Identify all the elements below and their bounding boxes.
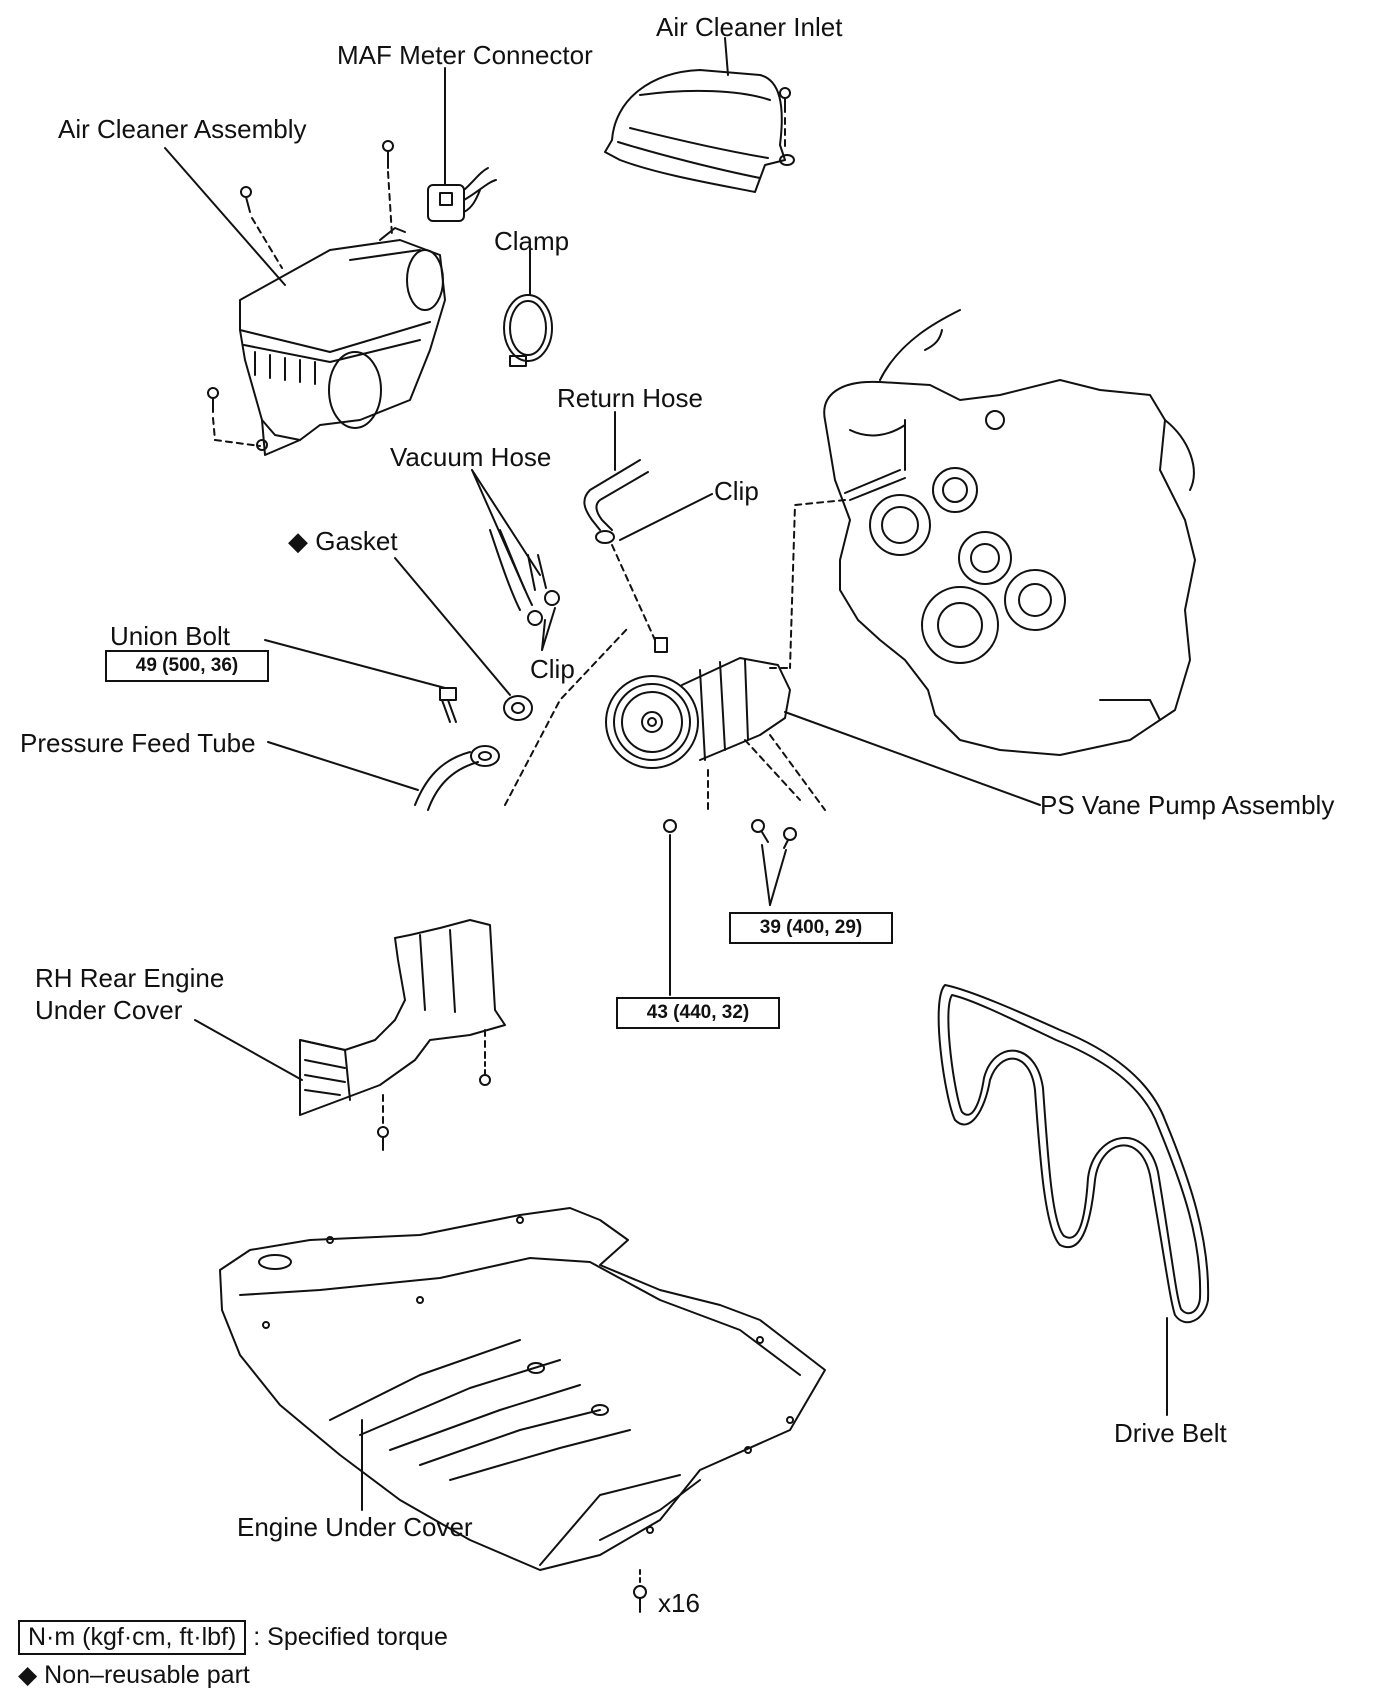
pump-bolts bbox=[744, 734, 826, 849]
label-bolt-count: x16 bbox=[658, 1588, 700, 1618]
label-drive-belt: Drive Belt bbox=[1114, 1418, 1227, 1448]
union-bolt-part bbox=[439, 687, 457, 723]
vacuum-hose-part bbox=[489, 529, 560, 626]
label-union-bolt: Union Bolt bbox=[110, 621, 230, 651]
clamp-part bbox=[503, 294, 553, 367]
label-ps-vane-pump-assembly: PS Vane Pump Assembly bbox=[1040, 790, 1335, 820]
label-maf-meter-connector: MAF Meter Connector bbox=[337, 40, 593, 70]
inlet-bolt bbox=[779, 87, 791, 151]
leader-pump-bolts-1 bbox=[761, 844, 771, 906]
engine-block-part bbox=[823, 309, 1196, 756]
legend-torque-units: N·m (kgf·cm, ft·lbf) bbox=[18, 1620, 247, 1655]
ps-vane-pump-part bbox=[605, 637, 791, 769]
engine-stud bbox=[844, 469, 906, 501]
legend-torque: N·m (kgf·cm, ft·lbf) : Specified torque bbox=[18, 1620, 448, 1655]
legend-nonreusable: ◆ Non–reusable part bbox=[18, 1661, 250, 1689]
leader-vacuum-hose-1 bbox=[471, 469, 526, 591]
engine-dash bbox=[789, 499, 846, 669]
label-clip-lower: Clip bbox=[530, 654, 575, 684]
leader-clip-lower-2 bbox=[541, 607, 556, 651]
label-clip-upper: Clip bbox=[714, 476, 759, 506]
label-pressure-feed-tube: Pressure Feed Tube bbox=[20, 728, 256, 758]
pressure-feed-tube-part bbox=[414, 745, 500, 811]
rh-rear-engine-under-cover-part bbox=[299, 919, 506, 1116]
under-cover-bolt bbox=[633, 1569, 647, 1613]
engine-under-cover-part bbox=[219, 1207, 826, 1571]
leader-air-cleaner-assembly bbox=[164, 147, 286, 286]
torque-union-bolt: 49 (500, 36) bbox=[105, 650, 269, 682]
label-clamp: Clamp bbox=[494, 226, 570, 256]
label-vacuum-hose: Vacuum Hose bbox=[390, 442, 552, 472]
rh-cover-bolts bbox=[377, 1029, 491, 1151]
return-hose-dash bbox=[611, 544, 656, 641]
torque-pump-bolts: 39 (400, 29) bbox=[729, 912, 893, 944]
air-cleaner-inlet-part bbox=[604, 69, 795, 193]
air-cleaner-bolts bbox=[207, 140, 394, 447]
leader-vacuum-hose-2 bbox=[471, 469, 541, 576]
leader-clip-upper bbox=[619, 493, 713, 541]
leader-pump-bolts-2 bbox=[769, 849, 787, 906]
pump-nut bbox=[663, 769, 709, 833]
leader-ps-vane-pump bbox=[784, 711, 1041, 806]
return-hose-part bbox=[583, 459, 649, 544]
label-air-cleaner-assembly: Air Cleaner Assembly bbox=[58, 114, 307, 144]
air-cleaner-assembly-part bbox=[239, 227, 446, 456]
feed-tube-dash bbox=[504, 627, 629, 806]
leader-clip-lower-1 bbox=[541, 619, 546, 651]
leader-gasket bbox=[394, 557, 511, 696]
leader-union-bolt bbox=[264, 639, 446, 689]
label-engine-under-cover: Engine Under Cover bbox=[237, 1512, 473, 1542]
gasket-part bbox=[503, 695, 533, 721]
label-air-cleaner-inlet: Air Cleaner Inlet bbox=[656, 12, 843, 42]
leader-air-cleaner-inlet bbox=[724, 37, 729, 76]
drive-belt-part bbox=[937, 984, 1210, 1324]
torque-pump-nut: 43 (440, 32) bbox=[616, 997, 780, 1029]
label-return-hose: Return Hose bbox=[557, 383, 703, 413]
maf-meter-connector-part bbox=[427, 167, 497, 222]
legend-torque-desc: : Specified torque bbox=[253, 1623, 448, 1651]
leader-pressure-feed-tube bbox=[267, 741, 419, 791]
label-gasket: ◆ Gasket bbox=[288, 526, 398, 556]
leader-rh-rear-cover bbox=[194, 1019, 303, 1081]
label-rh-rear-engine-line2: Under Cover bbox=[35, 995, 183, 1025]
label-rh-rear-engine-line1: RH Rear Engine bbox=[35, 963, 225, 993]
